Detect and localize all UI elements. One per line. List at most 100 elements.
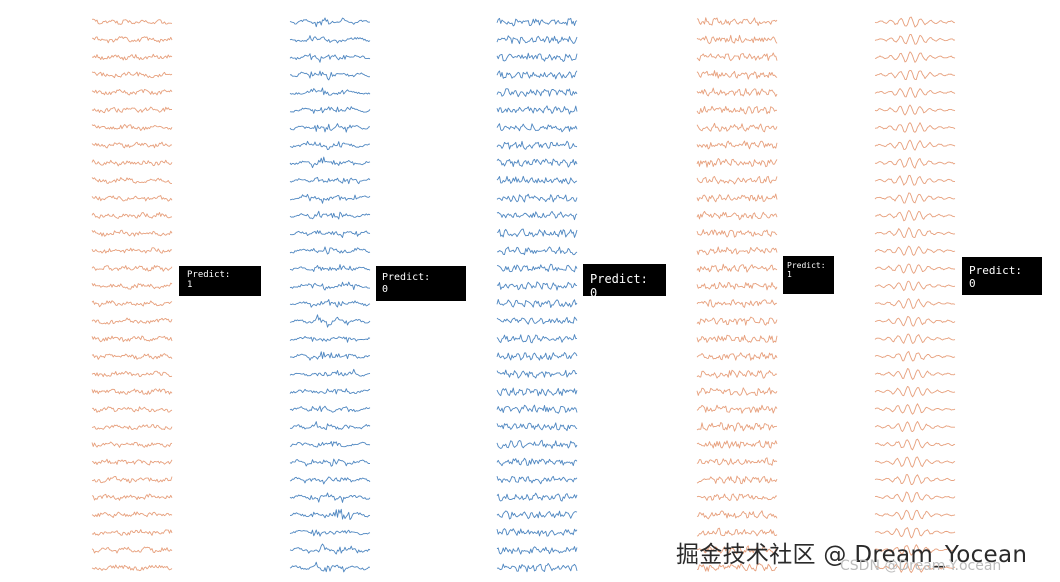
prediction-value-1: 1 (187, 280, 193, 291)
signal-trace (874, 104, 956, 116)
signal-trace (874, 351, 956, 362)
prediction-value-2: 0 (382, 283, 389, 295)
signal-trace (696, 493, 778, 502)
signal-trace (496, 352, 578, 361)
signal-trace (289, 492, 371, 503)
signal-trace (289, 543, 371, 555)
signal-trace (289, 140, 371, 151)
signal-trace (874, 51, 956, 63)
signal-trace (696, 316, 778, 326)
signal-trace (496, 105, 578, 115)
signal-trace (696, 263, 778, 273)
signal-trace (91, 229, 173, 237)
signal-trace (874, 280, 956, 292)
prediction-label-2: Predict: (382, 272, 431, 283)
prediction-box-2: Predict: 0 (376, 266, 466, 301)
watermark-primary: 掘金技术社区 @ Dream_Yocean (676, 542, 1028, 568)
signal-trace (696, 175, 778, 185)
prediction-box-5: Predict: 0 (962, 257, 1042, 295)
signal-column-5 (874, 12, 959, 582)
signal-trace (289, 458, 371, 467)
signal-trace (696, 17, 778, 26)
prediction-label-5: Predict: (969, 264, 1022, 277)
signal-trace (496, 210, 578, 221)
signal-trace (496, 562, 578, 573)
signal-trace (91, 335, 173, 343)
signal-trace (91, 124, 173, 132)
signal-trace (696, 70, 778, 80)
signal-trace (91, 370, 173, 378)
signal-traces-5 (874, 16, 956, 574)
signal-trace (289, 156, 371, 169)
signal-trace (289, 17, 371, 28)
signal-trace (91, 424, 173, 431)
signal-trace (91, 36, 173, 44)
signal-trace (874, 227, 956, 239)
signal-trace (696, 281, 778, 291)
signal-trace (874, 403, 956, 415)
signal-trace (874, 333, 956, 344)
signal-trace (496, 158, 578, 168)
signal-trace (496, 492, 578, 502)
signal-trace (289, 53, 371, 63)
watermark-secondary: CSDN @Dream-Y.ocean (840, 558, 1002, 574)
signal-trace (289, 299, 371, 308)
signal-trace (696, 563, 778, 572)
signal-trace (874, 69, 956, 81)
signal-trace (874, 385, 956, 398)
signal-trace (696, 352, 778, 361)
signal-trace (91, 247, 173, 254)
signal-trace (696, 334, 778, 343)
signal-trace (91, 406, 173, 413)
signal-trace (874, 562, 956, 574)
signal-trace (696, 158, 778, 168)
signal-trace (91, 441, 173, 448)
signal-trace (875, 210, 956, 222)
signal-trace (496, 70, 578, 80)
prediction-box-1: Predict: 1 (179, 266, 261, 296)
signal-trace (874, 263, 956, 274)
signal-trace (874, 34, 956, 45)
signal-trace (496, 387, 578, 397)
signal-trace (874, 157, 956, 169)
signal-trace (496, 422, 578, 432)
signal-trace (696, 404, 778, 414)
signal-trace (874, 192, 956, 204)
prediction-label-1: Predict: (187, 270, 231, 280)
signal-trace (874, 544, 956, 556)
signal-trace (91, 317, 173, 325)
signal-trace (696, 545, 778, 555)
signal-trace (874, 298, 956, 309)
signal-trace (289, 476, 371, 485)
signal-trace (874, 87, 956, 98)
signal-trace (496, 404, 578, 414)
signal-trace (91, 18, 173, 25)
signal-trace (496, 475, 578, 485)
signal-trace (91, 195, 173, 202)
signal-trace (91, 546, 173, 554)
signal-trace (696, 246, 778, 256)
signal-trace (496, 528, 578, 537)
signal-traces-1 (91, 18, 173, 572)
signal-trace (496, 316, 578, 325)
signal-trace (696, 210, 778, 221)
signal-trace (289, 561, 371, 573)
signal-trace (91, 71, 173, 79)
signal-trace (496, 334, 578, 344)
signal-trace (496, 281, 578, 291)
signal-trace (91, 564, 173, 572)
signal-traces-3 (496, 17, 578, 573)
signal-trace (874, 316, 956, 327)
signal-trace (496, 175, 578, 185)
signal-trace (696, 457, 778, 466)
signal-trace (496, 546, 578, 555)
signal-trace (874, 245, 956, 256)
prediction-box-3: Predict: 0 (583, 264, 666, 296)
signal-trace (874, 174, 956, 186)
signal-trace (289, 314, 371, 328)
signal-trace (696, 299, 778, 308)
signal-trace (496, 228, 578, 238)
signal-trace (874, 527, 956, 539)
signal-trace (496, 123, 578, 133)
signal-trace (696, 122, 778, 133)
